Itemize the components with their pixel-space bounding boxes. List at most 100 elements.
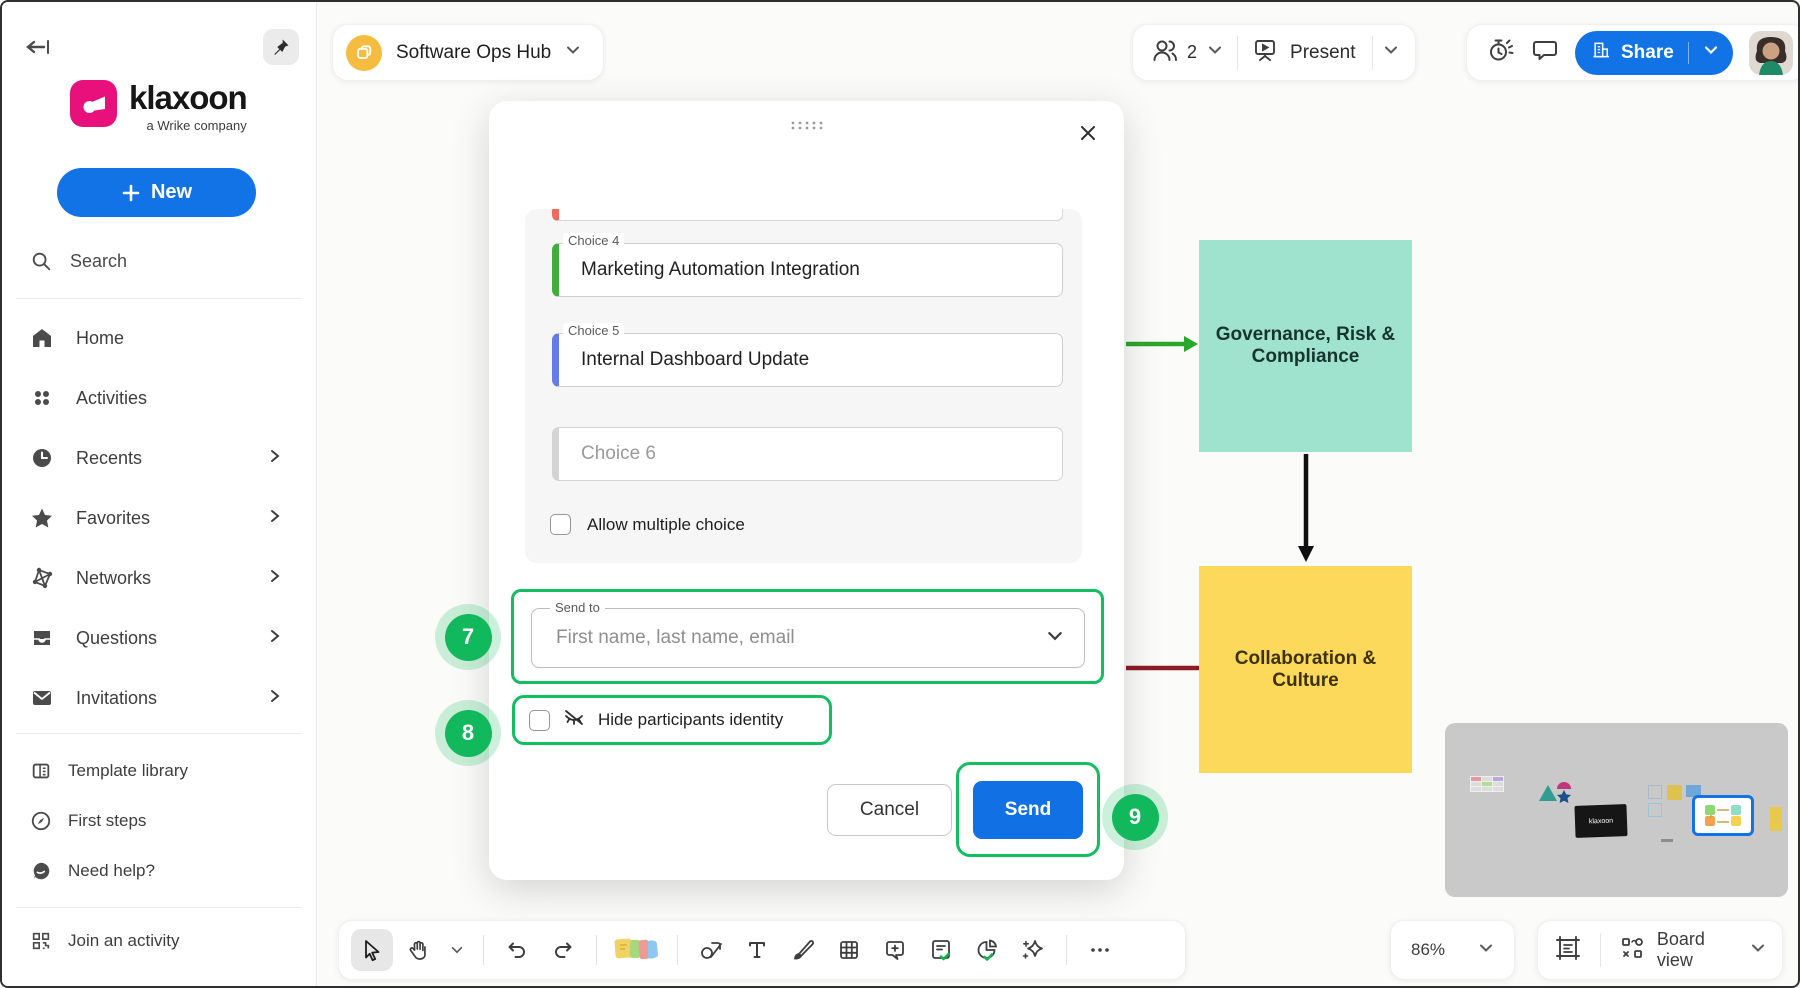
chevron-down-icon[interactable]	[1750, 940, 1766, 961]
comment-tool[interactable]	[874, 929, 916, 971]
new-button-label: New	[150, 181, 193, 203]
network-icon	[30, 566, 54, 590]
pin-icon[interactable]	[263, 29, 299, 65]
sidebar-footer-nav: Join an activity	[2, 916, 316, 966]
poll-tool[interactable]	[966, 929, 1008, 971]
text-tool[interactable]	[736, 929, 778, 971]
participants-icon[interactable]	[1149, 36, 1179, 69]
sidebar-item-questions[interactable]: Questions	[2, 608, 316, 668]
sidebar-item-recents[interactable]: Recents	[2, 428, 316, 488]
sidebar-item-template-library[interactable]: Template library	[2, 746, 316, 796]
chat-icon[interactable]	[1531, 36, 1559, 69]
share-button[interactable]: Share	[1575, 30, 1733, 75]
sticky-note-collaboration[interactable]: Collaboration & Culture	[1199, 566, 1412, 773]
close-icon[interactable]	[1074, 119, 1102, 147]
sidebar: klaxoon a Wrike company New Search Home …	[2, 2, 317, 986]
sidebar-item-home[interactable]: Home	[2, 308, 316, 368]
chevron-down-icon[interactable]	[1383, 42, 1399, 63]
choice-input-partial	[552, 209, 1063, 221]
sidebar-item-activities[interactable]: Activities	[2, 368, 316, 428]
present-button[interactable]: Present	[1290, 41, 1356, 63]
sidebar-item-join-activity[interactable]: Join an activity	[2, 916, 316, 966]
survey-tool[interactable]	[920, 929, 962, 971]
divider	[1237, 35, 1239, 70]
board-title-menu[interactable]: Software Ops Hub	[332, 24, 605, 81]
allow-multiple-checkbox[interactable]	[550, 514, 571, 535]
chevron-right-icon	[268, 509, 282, 528]
choice-6-input[interactable]: Choice 6	[552, 427, 1063, 481]
more-tools-button[interactable]	[1079, 929, 1121, 971]
sidebar-item-need-help[interactable]: Need help?	[2, 846, 316, 896]
help-icon	[30, 860, 52, 882]
choice-label: Choice 4	[563, 233, 625, 248]
participants-count: 2	[1187, 42, 1198, 62]
minimap-note	[1648, 785, 1662, 799]
minimap-logo: klaxoon	[1574, 804, 1628, 838]
hide-identity-checkbox[interactable]	[529, 709, 550, 731]
clock-icon	[30, 446, 54, 470]
send-annotation-box: Send	[956, 762, 1100, 857]
minimap-viewport[interactable]	[1692, 795, 1754, 836]
select-tool[interactable]	[351, 929, 393, 971]
minimap-note	[1686, 785, 1701, 797]
share-icon	[1591, 40, 1611, 66]
cancel-button[interactable]: Cancel	[827, 784, 952, 836]
new-button[interactable]: New	[57, 168, 256, 217]
board-toolbar	[338, 920, 1186, 980]
sticky-note-governance[interactable]: Governance, Risk & Compliance	[1199, 240, 1412, 452]
divider	[596, 935, 597, 965]
template-icon	[30, 760, 52, 782]
minimap-doc	[1770, 807, 1782, 831]
send-to-select[interactable]: First name, last name, email	[531, 608, 1085, 668]
sidebar-item-invitations[interactable]: Invitations	[2, 668, 316, 728]
board-view-icon	[1619, 935, 1645, 966]
shape-tool[interactable]	[690, 929, 732, 971]
brand-subtitle: a Wrike company	[146, 118, 247, 133]
qr-code-icon	[30, 930, 52, 952]
divider	[1687, 41, 1689, 64]
plus-icon	[122, 184, 140, 201]
zoom-level: 86%	[1411, 940, 1446, 959]
choice-5-input[interactable]: Internal Dashboard Update	[552, 333, 1063, 387]
view-label: Board view	[1656, 929, 1705, 970]
chevron-down-icon[interactable]	[1207, 42, 1223, 63]
search-input[interactable]: Search	[30, 250, 127, 272]
collapse-sidebar-icon[interactable]	[24, 32, 54, 62]
collab-controls: Share	[1466, 24, 1798, 81]
minimap-table	[1470, 776, 1504, 792]
pen-tool[interactable]	[782, 929, 824, 971]
minimap-dash	[1661, 839, 1673, 842]
chevron-right-icon	[268, 689, 282, 708]
redo-button[interactable]	[542, 929, 584, 971]
step-badge-8: 8	[435, 700, 501, 766]
board-icon	[346, 34, 382, 71]
choice-4-input[interactable]: Marketing Automation Integration	[552, 243, 1063, 297]
undo-button[interactable]	[496, 929, 538, 971]
timer-icon[interactable]	[1485, 35, 1515, 70]
star-icon	[30, 506, 54, 530]
minimap[interactable]: klaxoon	[1445, 723, 1788, 897]
sidebar-item-networks[interactable]: Networks	[2, 548, 316, 608]
board-title: Software Ops Hub	[396, 41, 552, 63]
frame-icon[interactable]	[1554, 934, 1582, 967]
minimap-note	[1648, 803, 1662, 817]
minimap-shapes	[1539, 782, 1571, 803]
sidebar-item-first-steps[interactable]: First steps	[2, 796, 316, 846]
chevron-down-icon[interactable]	[443, 929, 471, 971]
sticky-notes-tool[interactable]	[609, 929, 665, 971]
drag-handle[interactable]	[789, 117, 825, 135]
zoom-control[interactable]: 86%	[1390, 920, 1515, 980]
send-button[interactable]: Send	[973, 780, 1083, 839]
sidebar-item-favorites[interactable]: Favorites	[2, 488, 316, 548]
ai-sparkle-tool[interactable]	[1012, 929, 1054, 971]
table-tool[interactable]	[828, 929, 870, 971]
inbox-icon	[30, 626, 54, 650]
divider	[16, 907, 302, 908]
hide-identity-annotation-box: Hide participants identity	[512, 695, 832, 745]
choices-panel[interactable]: Choice 4 Marketing Automation Integratio…	[525, 209, 1082, 563]
pan-hand-tool[interactable]	[397, 929, 439, 971]
chevron-down-icon[interactable]	[1703, 42, 1719, 64]
user-avatar[interactable]	[1748, 30, 1793, 75]
sidebar-secondary-nav: Template library First steps Need help?	[2, 746, 316, 896]
